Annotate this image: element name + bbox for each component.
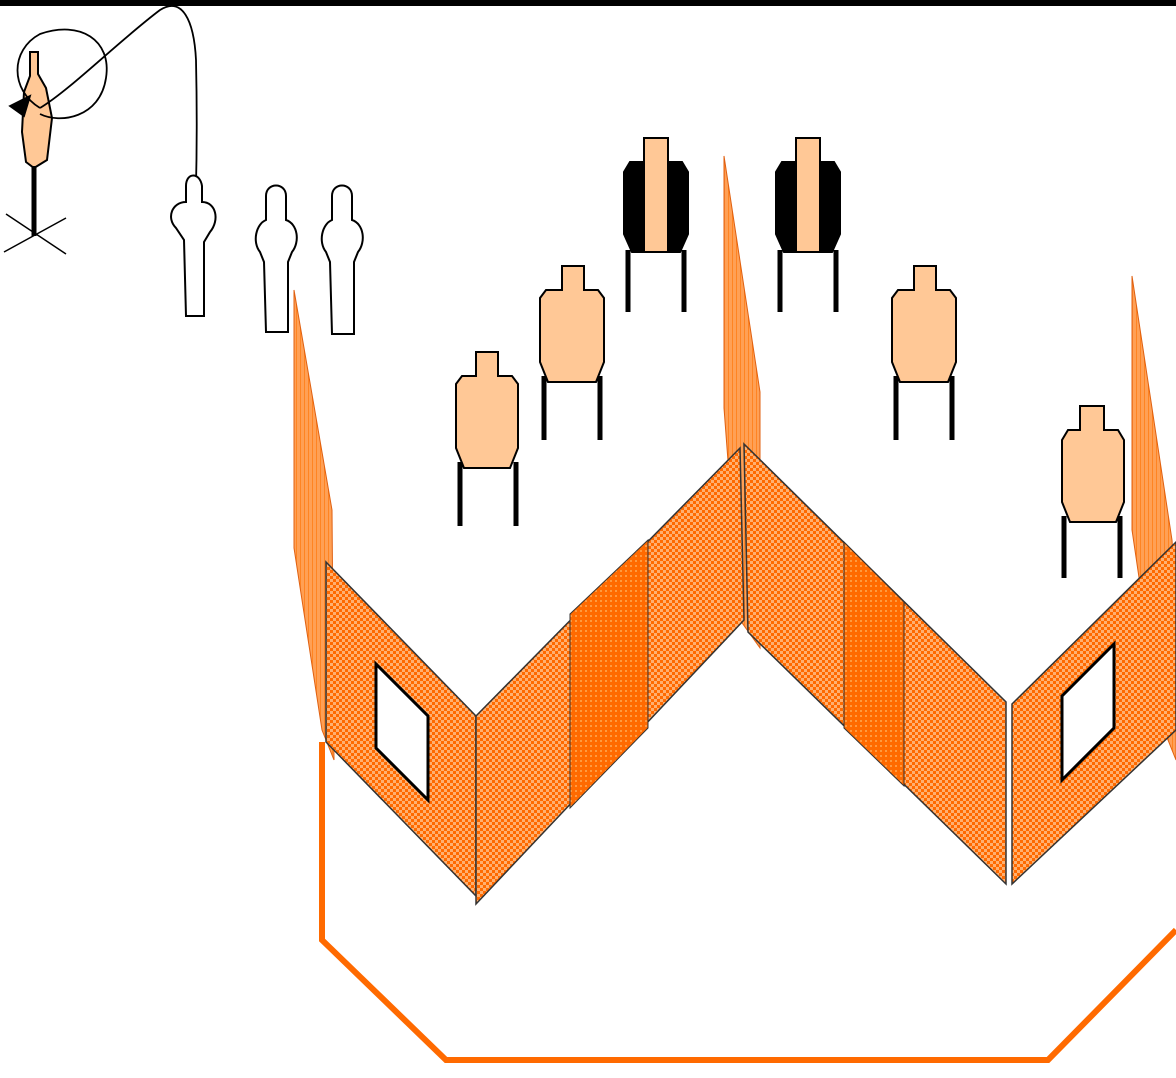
wall-panel-right — [1011, 540, 1176, 886]
paper-target — [539, 265, 605, 440]
moving-target — [3, 51, 67, 255]
paper-target — [891, 265, 957, 440]
top-bar — [0, 0, 1176, 6]
paper-target — [1061, 405, 1125, 578]
steel-popper — [775, 137, 841, 312]
paper-target — [455, 351, 519, 526]
no-shoot-target — [320, 184, 364, 335]
no-shoot-target — [254, 184, 298, 333]
wall-panel-left — [325, 560, 477, 898]
wall-window — [1060, 640, 1116, 784]
steel-popper — [623, 137, 689, 312]
wall-panel-center-right — [743, 442, 1007, 886]
wall-panel-center-left — [475, 446, 745, 906]
wall-window — [374, 660, 430, 804]
no-shoot-target — [170, 174, 217, 317]
fault-line — [319, 742, 1176, 1063]
